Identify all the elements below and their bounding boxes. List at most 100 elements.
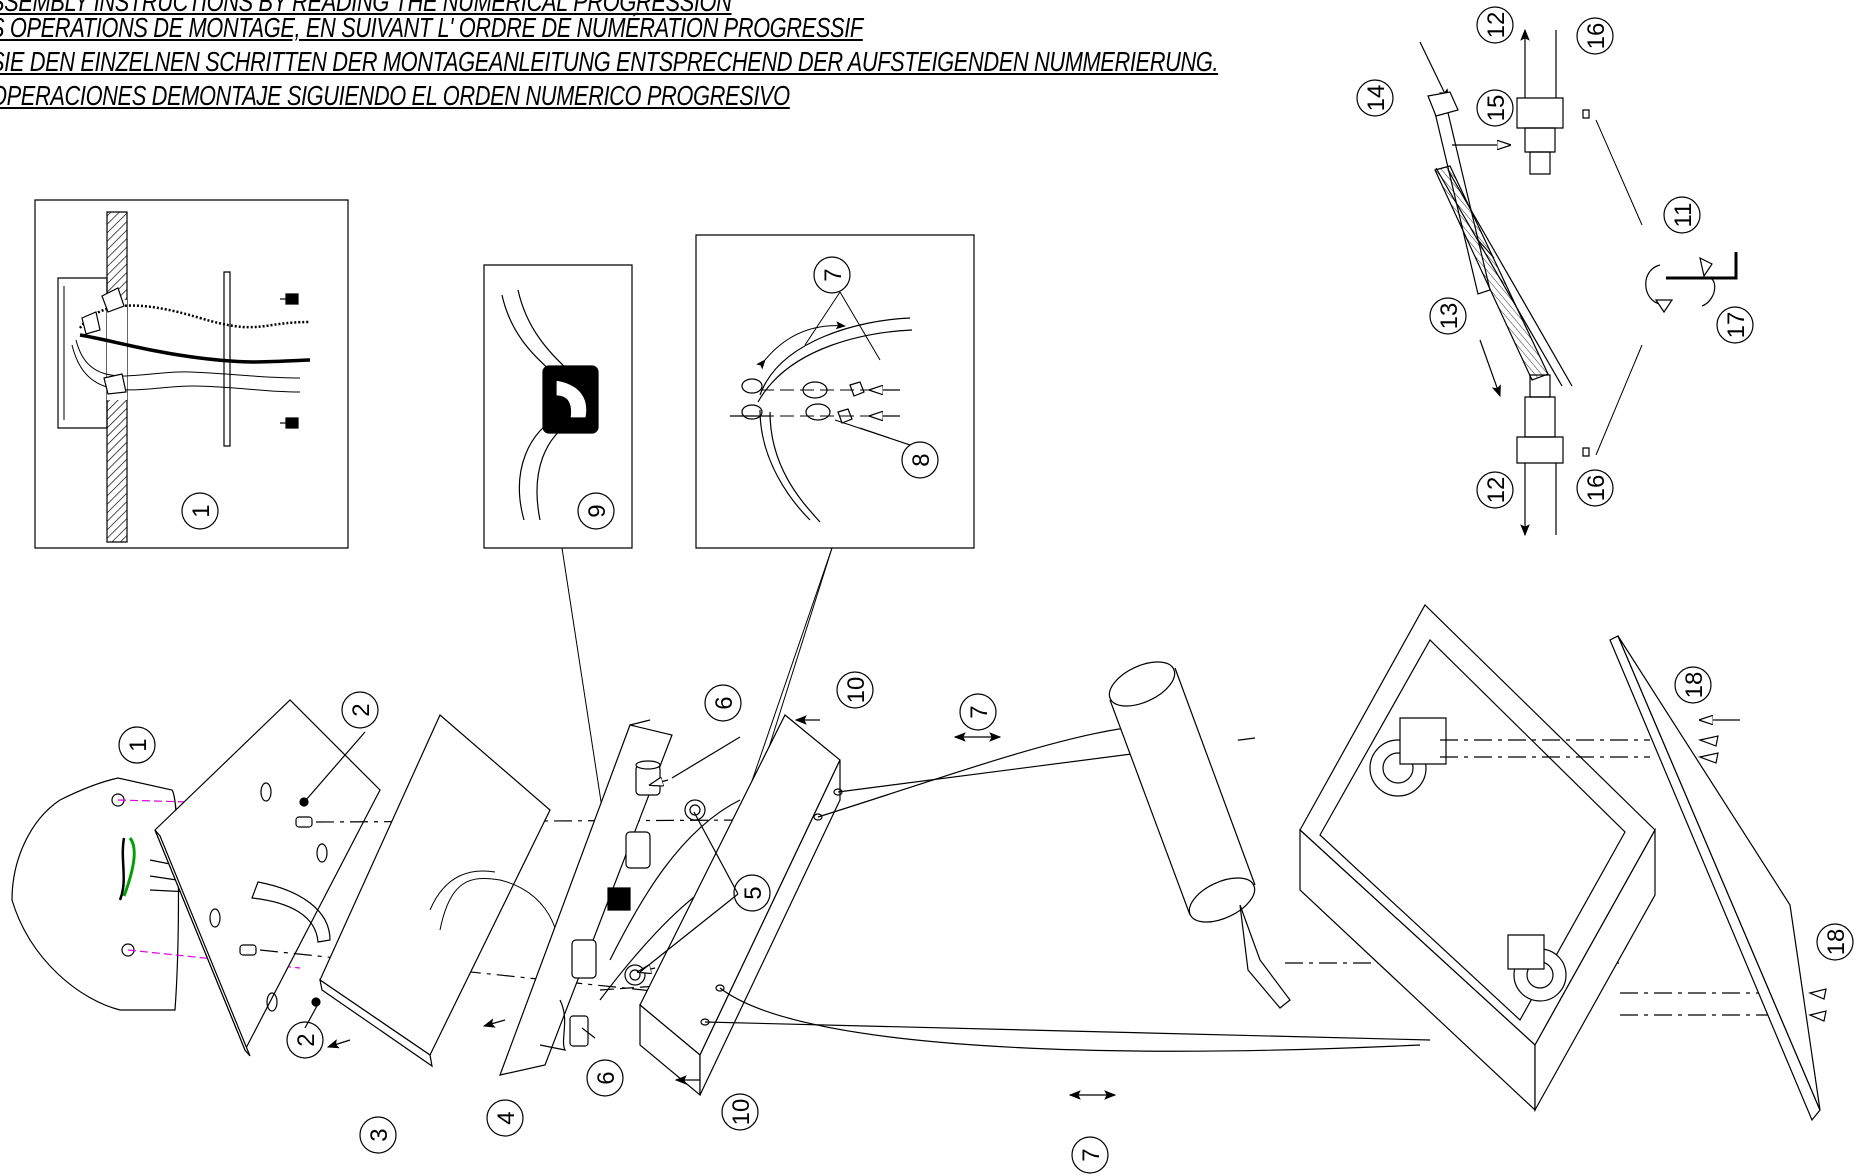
callout-8 <box>902 442 938 478</box>
inset-wire-clamps <box>696 235 974 548</box>
callout-10-bottom <box>722 1094 758 1130</box>
callout-5-label: 5 <box>740 886 767 899</box>
lamp-cap-icon <box>1428 92 1458 116</box>
screw-icon <box>280 418 298 428</box>
wire-nut-icon <box>82 312 100 334</box>
socket-icon <box>572 940 596 978</box>
callout-15-label: 15 <box>1483 95 1510 122</box>
callout-7-main <box>960 694 996 730</box>
callout-12-top <box>1477 7 1513 43</box>
diffuser-tube-icon <box>1435 166 1548 380</box>
callout-18-bottom-label: 18 <box>1823 929 1850 956</box>
callout-7-bottom-label: 7 <box>1078 1148 1105 1161</box>
inset-frame <box>484 265 632 548</box>
socket-icon <box>626 832 650 868</box>
callout-3 <box>360 1117 396 1153</box>
callout-14 <box>1357 80 1393 116</box>
lamp-holder-top-icon <box>1517 28 1589 174</box>
callout-7-bottom <box>1072 1137 1108 1173</box>
cap-nut-icon <box>625 965 645 985</box>
callout-1-main-label: 1 <box>125 738 152 751</box>
callout-11 <box>1664 197 1700 233</box>
callout-9-label: 9 <box>584 504 611 517</box>
callout-4 <box>487 1100 523 1136</box>
instruction-line-en: SSEMBLY INSTRUCTIONS BY READING THE NUME… <box>0 0 732 17</box>
callout-12-bottom <box>1477 472 1513 508</box>
lamp-holder-bottom-icon <box>1517 375 1589 537</box>
inset-frame <box>35 200 348 548</box>
callout-2-bottom <box>287 1022 323 1058</box>
callout-11-label: 11 <box>1670 203 1697 228</box>
leader-line <box>765 548 832 760</box>
lamp-holder-bottom-icon <box>1508 935 1566 1001</box>
callout-5 <box>734 875 770 911</box>
wire-nut-icon <box>102 288 124 312</box>
callout-9 <box>578 493 614 529</box>
callout-16-top-label: 16 <box>1583 23 1610 50</box>
callout-18-bottom <box>1817 924 1853 960</box>
callout-2-bottom-label: 2 <box>293 1033 320 1046</box>
nut-icon <box>838 382 864 423</box>
inset-wall-box <box>35 200 348 548</box>
callout-2-top-label: 2 <box>348 703 375 716</box>
callout-4-label: 4 <box>493 1111 520 1124</box>
cap-nut-icon <box>685 800 705 820</box>
callout-1-inset-label: 1 <box>188 504 215 517</box>
callout-12-top-label: 12 <box>1483 12 1510 39</box>
tube-callouts <box>1357 7 1753 508</box>
callout-18-top-label: 18 <box>1681 672 1708 699</box>
lamp-holder-top-icon <box>1370 718 1446 796</box>
socket-icon <box>636 761 660 795</box>
inset-strain-relief <box>484 265 632 548</box>
callout-16-bottom-label: 16 <box>1583 475 1610 502</box>
callout-13 <box>1430 298 1466 334</box>
instruction-line-de: SIE DEN EINZELNEN SCHRITTEN DER MONTAGEA… <box>0 46 1219 77</box>
callout-15 <box>1477 90 1513 126</box>
callout-16-bottom <box>1577 470 1613 506</box>
main-callouts <box>119 667 1853 1173</box>
allen-key-icon <box>1666 252 1736 278</box>
screw-icon <box>280 294 298 304</box>
callout-1-inset <box>182 493 218 529</box>
callout-8-label: 8 <box>908 453 935 466</box>
callout-12-bottom-label: 12 <box>1483 477 1510 504</box>
callout-16-top <box>1577 18 1613 54</box>
screw-icon <box>1810 989 1826 1021</box>
callout-10-bottom-label: 10 <box>728 1099 755 1126</box>
screw-icon <box>312 998 320 1006</box>
callout-6-bottom-label: 6 <box>593 1071 620 1084</box>
spacer-icon <box>570 1016 588 1046</box>
callout-17-label: 17 <box>1723 312 1750 339</box>
callout-6-top <box>705 685 741 721</box>
callout-17 <box>1717 307 1753 343</box>
clamp-icon <box>803 382 830 420</box>
junction-box-icon <box>12 778 178 1010</box>
callout-10-top-label: 10 <box>843 677 870 704</box>
screw-icon <box>1700 736 1718 763</box>
callout-10-top <box>837 672 873 708</box>
mounting-bracket-icon <box>500 725 672 1075</box>
inset-frame <box>696 235 974 548</box>
callout-7-inset <box>814 257 850 293</box>
wire-nut-icon <box>104 374 126 394</box>
callout-1-main <box>119 727 155 763</box>
callout-18-top <box>1675 667 1711 703</box>
instruction-line-fr: S OPERATIONS DE MONTAGE, EN SUIVANT L' O… <box>0 12 863 43</box>
grommet-icon <box>608 888 630 910</box>
callout-6-bottom <box>587 1060 623 1096</box>
callout-14-label: 14 <box>1363 85 1390 112</box>
leader-line <box>742 548 832 810</box>
lamp-cylinder-icon <box>1103 650 1620 1008</box>
callout-3-label: 3 <box>366 1128 393 1141</box>
callout-2-top <box>342 692 378 728</box>
callout-6-top-label: 6 <box>711 696 738 709</box>
instructions-header: SSEMBLY INSTRUCTIONS BY READING THE NUME… <box>0 0 1330 130</box>
lamp-tube-detail <box>1420 28 1736 537</box>
wall-box-icon <box>58 278 107 428</box>
callout-13-label: 13 <box>1436 303 1463 330</box>
exploded-assembly <box>12 605 1826 1120</box>
instruction-line-es: OPERACIONES DEMONTAJE SIGUIENDO EL ORDEN… <box>0 80 790 111</box>
callout-7-main-label: 7 <box>966 705 993 718</box>
callout-7-inset-label: 7 <box>820 268 847 281</box>
